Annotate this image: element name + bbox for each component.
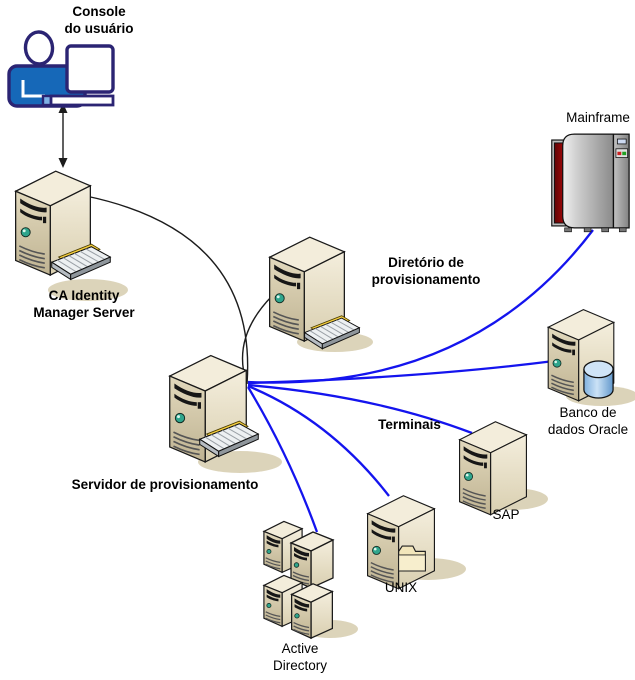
ad-mini-tower-icon	[290, 583, 334, 639]
connector-provserver-ad	[247, 386, 319, 533]
connector-provserver-unix	[247, 384, 390, 497]
person-at-laptop-icon	[7, 30, 115, 108]
oracle-db-label: Banco de dados Oracle	[547, 405, 629, 437]
connector-provserver-oracle	[247, 359, 555, 385]
mainframe-icon	[551, 133, 630, 233]
unix-label: UNIX	[384, 580, 418, 595]
oracle-database-cylinder-icon	[583, 360, 614, 399]
connector-console-caim	[58, 103, 68, 168]
sap-server-tower-icon	[458, 421, 528, 516]
ad-mini-tower-icon	[290, 531, 334, 589]
ca-im-server-label: CA Identity Manager Server	[33, 288, 135, 320]
active-directory-cluster-icon	[263, 520, 334, 639]
sap-label: SAP	[492, 507, 520, 522]
terminais-label: Terminais	[378, 417, 441, 432]
mainframe-label: Mainframe	[566, 110, 630, 125]
connector-provserver-sap	[247, 383, 473, 435]
blue-connectors	[247, 229, 594, 533]
connector-caim-provserver	[85, 195, 249, 385]
active-directory-label: Active Directory	[272, 641, 327, 673]
prov-directory-label: Diretório de provisionamento	[371, 255, 481, 287]
console-label: Console do usuário	[64, 4, 134, 36]
prov-server-label: Servidor de provisionamento	[71, 477, 259, 492]
unix-server-tower-icon	[366, 495, 436, 590]
node-icons	[7, 30, 630, 639]
